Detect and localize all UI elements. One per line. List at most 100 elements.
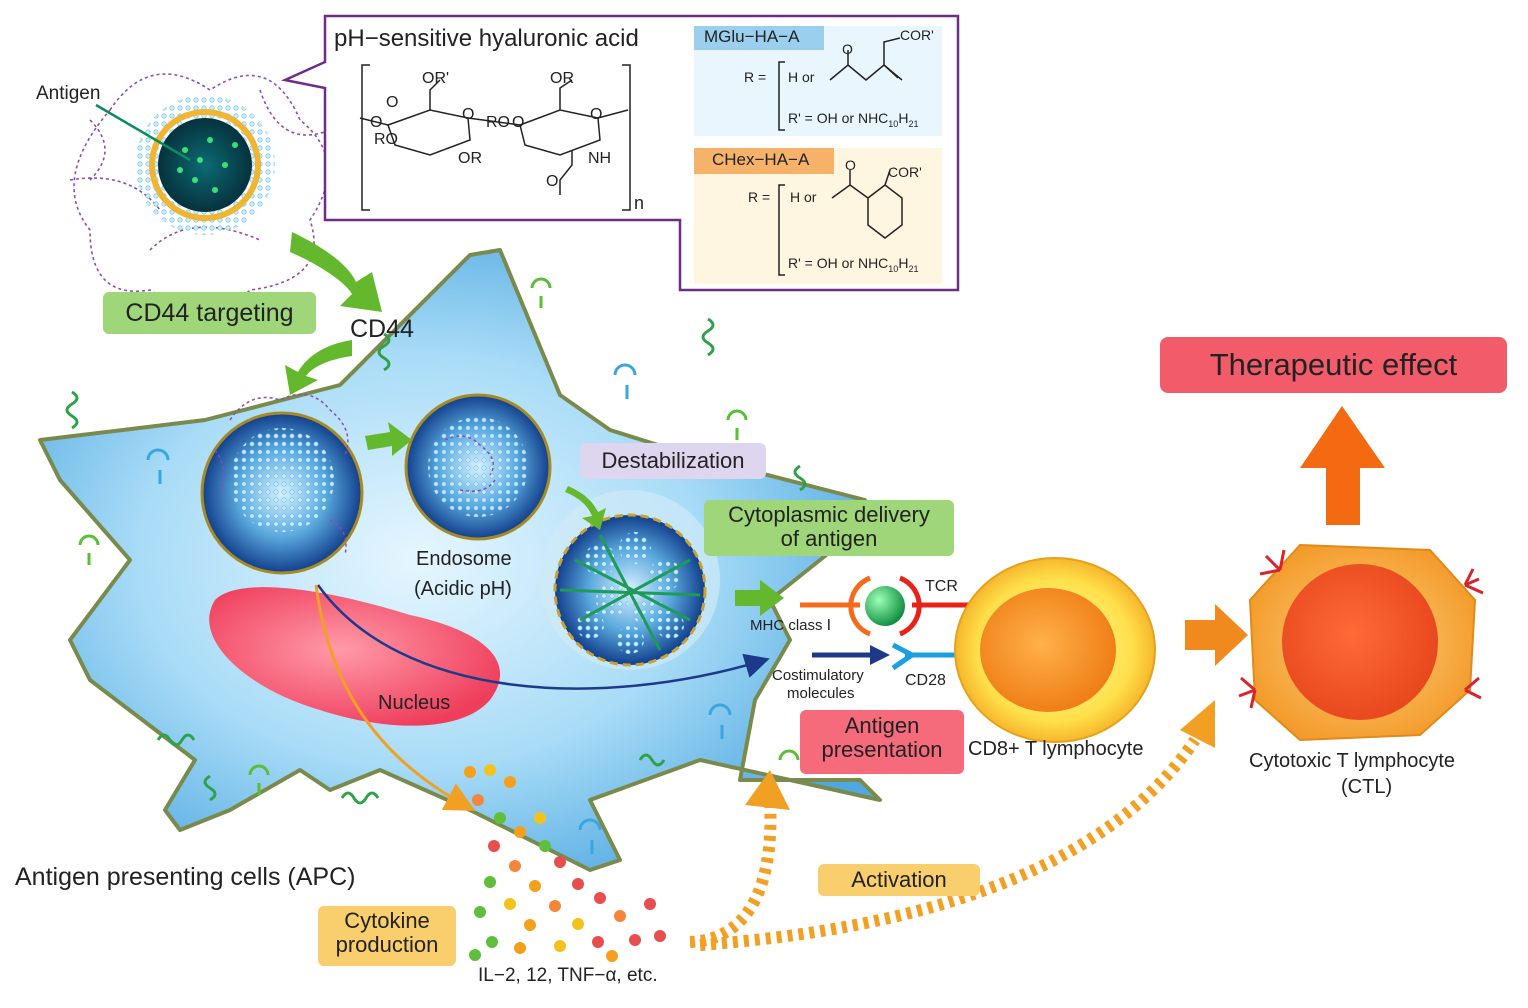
backbone-o-left: O	[370, 114, 383, 131]
backbone-repeat-n: n	[634, 193, 645, 213]
ctl-nucleus	[1282, 564, 1438, 720]
ctl-receptors	[1238, 549, 1484, 709]
mglu-r-prime-text: R' = OH or NHC	[788, 110, 889, 126]
activation-head-1	[745, 770, 790, 810]
nucleus	[209, 587, 501, 726]
nanoparticle-acidic	[428, 417, 528, 517]
tcr-label: TCR	[925, 578, 958, 595]
nucleus-label: Nucleus	[378, 692, 451, 714]
activation-label: Activation	[818, 864, 980, 896]
chex-cor: COR'	[888, 164, 922, 180]
cd28-notch	[891, 642, 917, 671]
cytokine-line2: production	[335, 931, 439, 957]
backbone-o-amide: O	[546, 173, 559, 190]
ha-backbone	[359, 64, 631, 211]
costimulatory-label-2: molecules	[787, 685, 855, 702]
backbone-o-ring1: O	[462, 106, 475, 123]
ha-chains-1	[214, 393, 349, 556]
backbone-ro-mid: RO	[486, 114, 510, 131]
chex-sub2: 21	[908, 263, 919, 274]
mglu-header-bg	[694, 26, 824, 50]
chex-r-options: H or	[790, 189, 817, 205]
cytokine-dots	[464, 764, 666, 962]
activation-dotted-1	[689, 799, 777, 948]
mhc-class-label: MHC class Ⅰ	[750, 617, 832, 634]
ha-chains-2	[444, 435, 496, 492]
cytokine-production-label: Cytokine production	[318, 906, 456, 966]
mglu-r-label: R =	[744, 69, 767, 85]
cd28-label: CD28	[905, 672, 946, 689]
antigen-label: Antigen	[36, 83, 101, 104]
mglu-sub1: 10	[888, 118, 899, 129]
other-receptors	[78, 277, 800, 854]
arrow-cd44-to-endosome	[285, 340, 352, 395]
endosome-label: Endosome	[416, 548, 512, 570]
activation-head-2	[1180, 700, 1215, 748]
arrow-to-therapeutic	[1300, 406, 1385, 525]
cytoplasmic-delivery-line1: Cytoplasmic delivery	[728, 502, 930, 527]
arrow-cd8-to-ctl	[1185, 604, 1248, 666]
arrow-endosome-1-2	[365, 422, 412, 456]
costimulatory-label-1: Costimulatory	[772, 667, 864, 684]
cd44-receptors	[65, 317, 807, 805]
chex-header: CHex−HA−A	[712, 150, 810, 169]
cd44-label: CD44	[350, 315, 414, 343]
cytoplasmic-delivery-label: Cytoplasmic delivery of antigen	[704, 500, 954, 556]
backbone-o-link: O	[512, 114, 525, 131]
ctl-label-2: (CTL)	[1341, 776, 1393, 798]
antigen-presentation-line1: Antigen	[844, 713, 920, 738]
backbone-or-prime: OR'	[422, 70, 450, 87]
backbone-ro-left: RO	[374, 131, 398, 148]
backbone-nh: NH	[588, 150, 612, 167]
nanoparticle-in-endosome	[230, 428, 334, 532]
backbone-o-eq: O	[386, 94, 399, 111]
green-network	[559, 534, 701, 651]
costim-arrow	[870, 645, 890, 665]
backbone-or-bottom: OR	[458, 150, 482, 167]
arrow-nucleus-to-costim	[316, 584, 770, 690]
antigen-presentation-line2: presentation	[821, 736, 943, 762]
presented-antigen	[865, 586, 905, 626]
chex-r-label: R =	[748, 189, 771, 205]
cd8-label: CD8+ T lymphocyte	[968, 738, 1144, 760]
mhc-cup	[848, 575, 872, 637]
chex-sub1: 10	[888, 263, 899, 274]
chex-h: H	[898, 255, 909, 271]
mglu-o: O	[842, 41, 853, 57]
mglu-r-options: H or	[788, 69, 815, 85]
backbone-or-top: OR	[550, 70, 574, 87]
apc-cell-body	[38, 248, 882, 872]
acidic-ph-label: (Acidic pH)	[414, 578, 512, 600]
chex-header-bg	[694, 148, 834, 174]
mglu-structure	[778, 37, 903, 131]
apc-label: Antigen presenting cells (APC)	[15, 863, 356, 891]
mglu-cor: COR'	[900, 27, 934, 43]
cytoplasmic-delivery-line2: of antigen	[780, 525, 878, 551]
chex-structure	[778, 169, 903, 276]
chex-r-prime: R' = OH or NHC10H21	[788, 255, 919, 275]
il-label: IL−2, 12, TNF−α, etc.	[478, 965, 658, 986]
chemistry-title: pH−sensitive hyaluronic acid	[334, 25, 639, 52]
antigen-pointer	[95, 103, 191, 162]
antigen-presentation-label: Antigen presentation	[800, 710, 964, 774]
therapeutic-effect-label: Therapeutic effect	[1160, 337, 1507, 393]
mglu-r-prime: R' = OH or NHC10H21	[788, 110, 919, 130]
backbone-o-ring2: O	[590, 106, 603, 123]
chex-o: O	[845, 157, 856, 173]
chex-r-prime-text: R' = OH or NHC	[788, 255, 889, 271]
arrow-nucleus-to-cytokines	[314, 584, 476, 811]
cd44-targeting-label: CD44 targeting	[103, 292, 316, 334]
mglu-h: H	[898, 110, 909, 126]
cd8-nucleus	[980, 588, 1116, 712]
cytokine-line1: Cytokine	[344, 908, 430, 933]
tcr-cup	[898, 575, 922, 637]
arrow-to-mhc	[735, 580, 784, 616]
arrow-particle-to-cell	[290, 232, 382, 312]
arrow-endosome-2-3	[565, 486, 606, 530]
mglu-sub2: 21	[908, 118, 919, 129]
mglu-header: MGlu−HA−A	[704, 27, 800, 46]
nanoparticle	[69, 73, 331, 311]
ctl-label-1: Cytotoxic T lymphocyte	[1249, 750, 1456, 772]
